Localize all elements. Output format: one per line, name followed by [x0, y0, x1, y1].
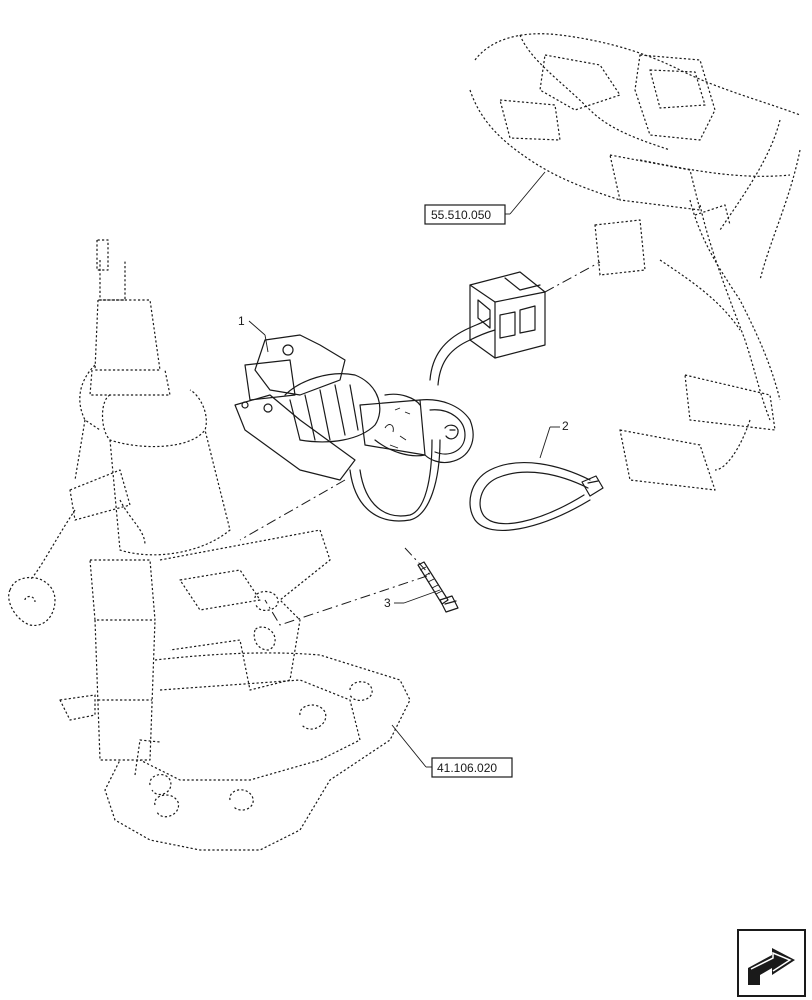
next-page-arrow-icon[interactable] — [737, 929, 806, 997]
switch-connector — [469, 271, 546, 359]
reference-harness-label: 55.510.050 — [431, 208, 491, 222]
connection-line-screw — [264, 547, 431, 626]
connection-line-harness — [544, 261, 601, 293]
connection-line-column — [239, 479, 346, 541]
callout-1: 1 — [238, 314, 269, 353]
reference-column-label: 41.106.020 — [437, 761, 497, 775]
callout-label-2: 2 — [562, 419, 569, 433]
callout-2: 2 — [539, 419, 569, 459]
wiring-harness — [469, 33, 801, 491]
reference-harness[interactable]: 55.510.050 — [424, 171, 546, 225]
callout-label-3: 3 — [384, 596, 391, 610]
multifunction-switch — [234, 317, 496, 522]
callout-3: 3 — [384, 589, 441, 610]
cable-tie — [469, 461, 604, 531]
callout-label-1: 1 — [238, 314, 245, 328]
reference-column[interactable]: 41.106.020 — [391, 724, 513, 778]
screw — [417, 561, 459, 613]
steering-column — [8, 239, 411, 851]
